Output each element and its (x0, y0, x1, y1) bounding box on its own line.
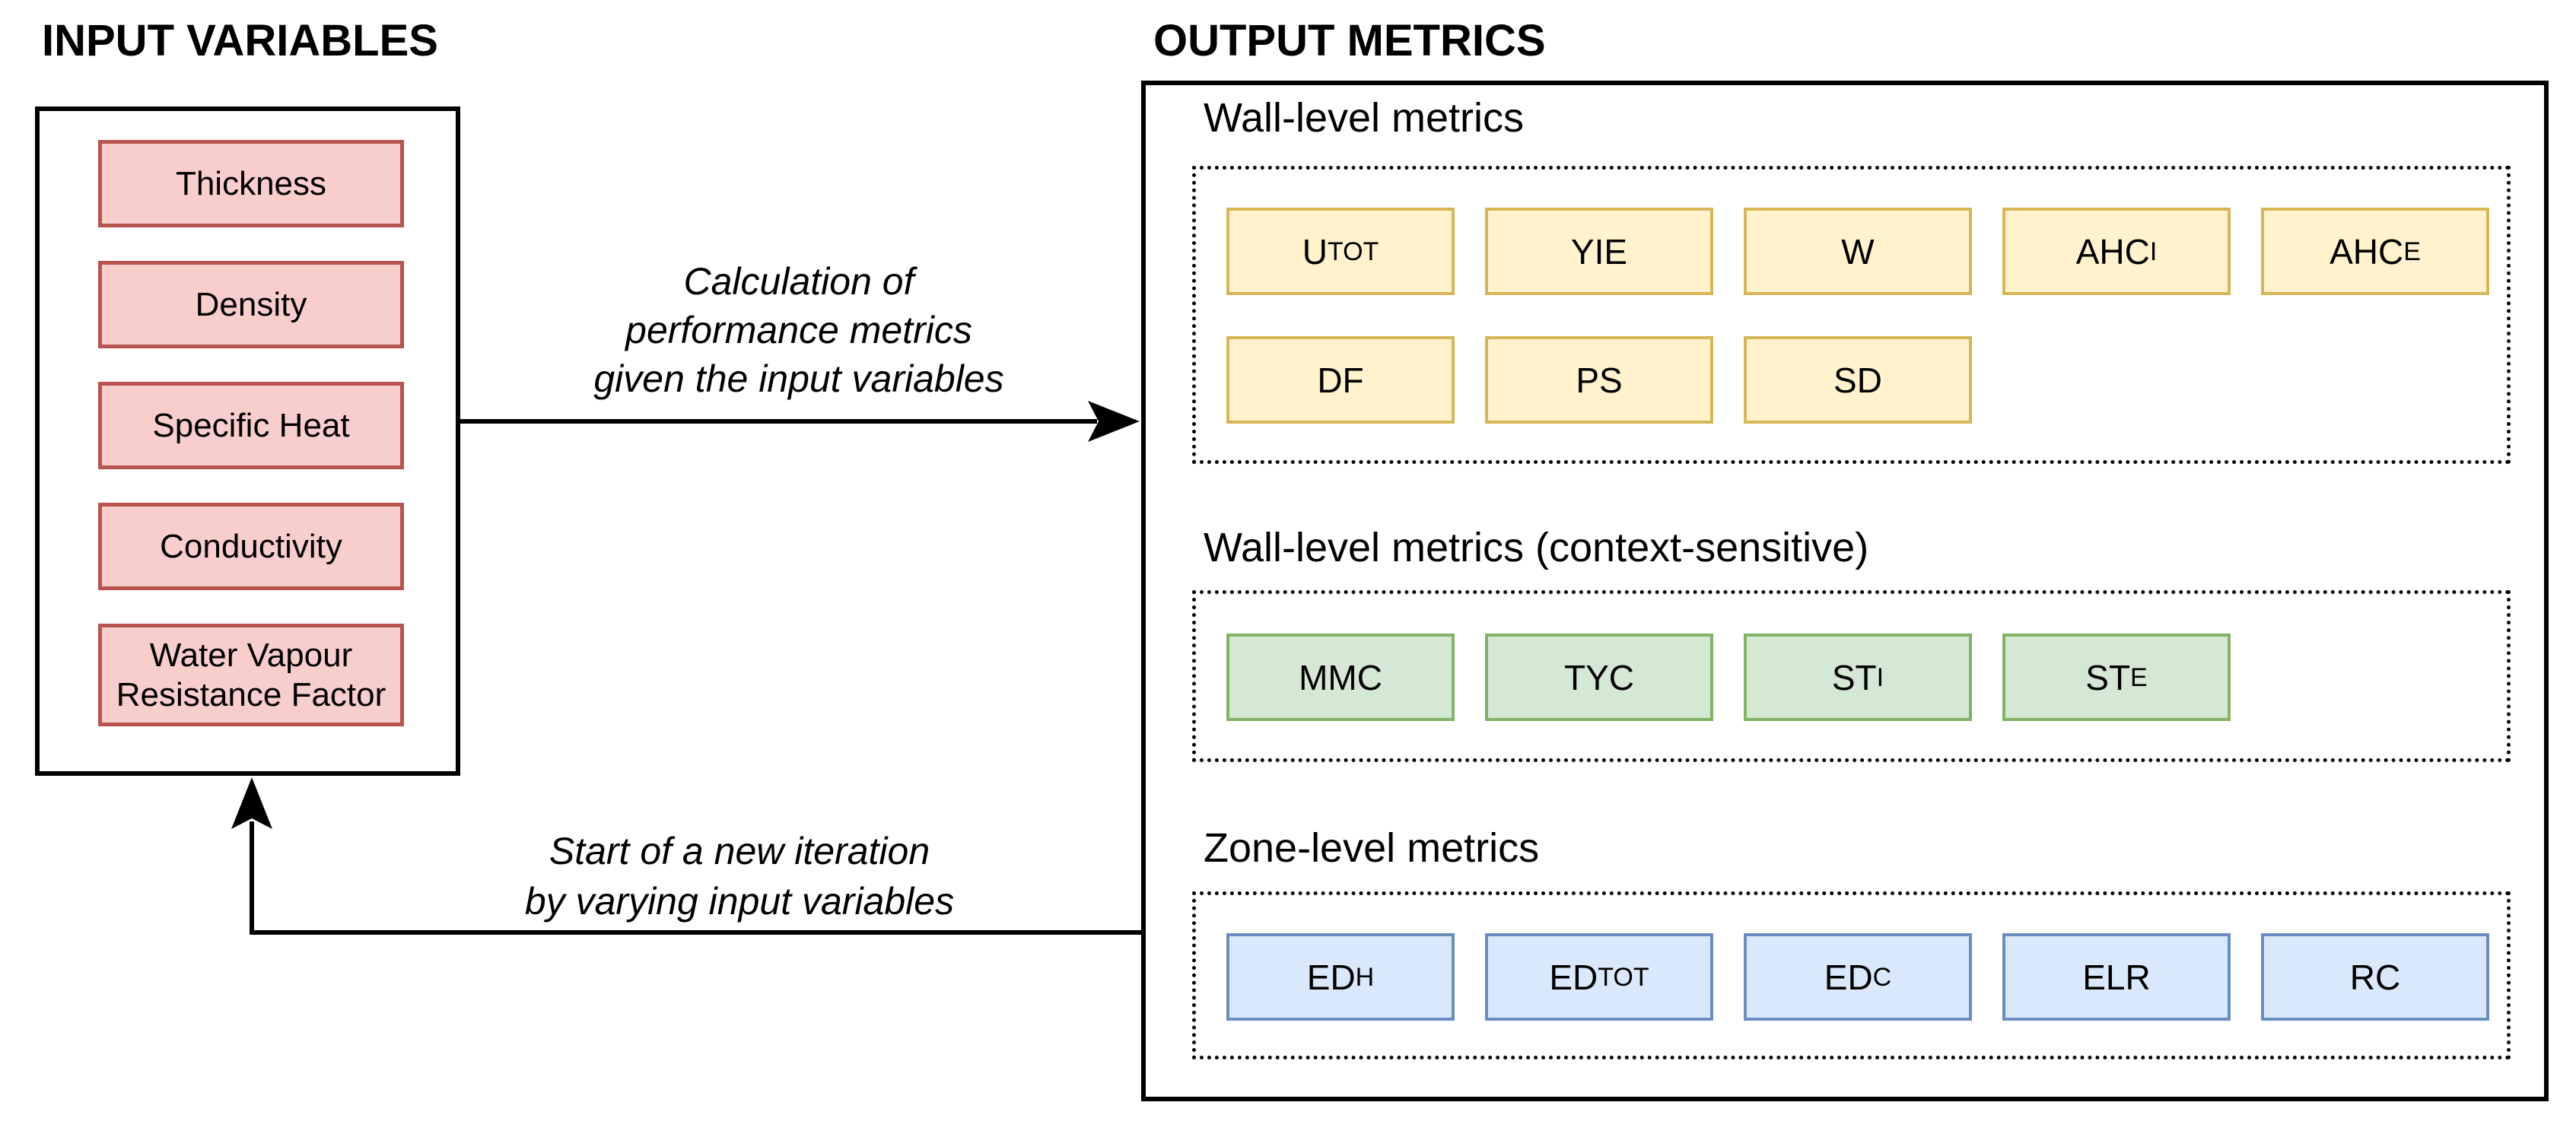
metric-box: DF (1226, 336, 1455, 424)
feedback-arrowhead-icon (231, 777, 272, 829)
metric-label: PS (1576, 360, 1623, 400)
metric-box: ELR (2002, 933, 2231, 1021)
feedback-arrow-label-line: Start of a new iteration (549, 830, 930, 872)
metric-box: MMC (1226, 634, 1455, 721)
metric-label: ED (1824, 957, 1873, 997)
metric-label: ELR (2082, 957, 2151, 997)
metric-box: RC (2261, 933, 2489, 1021)
input-variable-label: Water Vapour Resistance Factor (116, 636, 386, 713)
input-variable-label: Specific Heat (152, 406, 350, 444)
metric-label: ST (1831, 657, 1877, 697)
metric-box: YIE (1485, 208, 1713, 295)
metric-label: AHC (2330, 231, 2404, 272)
feedback-arrow-label-line: by varying input variables (524, 880, 955, 923)
forward-arrowhead-icon (1088, 401, 1140, 442)
forward-arrow-label-line: Calculation of (683, 260, 914, 303)
metric-box: W (1744, 208, 1972, 295)
metric-label: MMC (1299, 657, 1382, 697)
input-variable-box: Water Vapour Resistance Factor (98, 624, 404, 726)
input-panel-title: INPUT VARIABLES (42, 16, 438, 65)
metric-label: AHC (2075, 231, 2150, 272)
metric-box: SD (1744, 336, 1972, 424)
forward-arrow-label: Calculation of performance metrics given… (456, 257, 1141, 403)
output-panel-title: OUTPUT METRICS (1153, 16, 1546, 65)
metric-label: SD (1833, 360, 1882, 400)
section-heading: Zone-level metrics (1204, 825, 1540, 871)
section-heading: Wall-level metrics (1204, 95, 1525, 141)
metric-label: ST (2085, 657, 2131, 697)
forward-arrow-label-line: performance metrics (625, 309, 972, 351)
metric-label: DF (1317, 360, 1364, 400)
metric-label: U (1302, 231, 1328, 272)
metric-box: PS (1485, 336, 1713, 424)
forward-arrow-label-line: given the input variables (593, 357, 1004, 400)
input-variable-box: Conductivity (98, 503, 404, 590)
input-variable-box: Specific Heat (98, 382, 404, 469)
input-variable-label: Conductivity (160, 527, 342, 565)
metric-label: W (1841, 231, 1875, 272)
input-variable-label: Thickness (175, 164, 327, 202)
input-variable-box: Thickness (98, 140, 404, 227)
metric-label: ED (1306, 957, 1356, 997)
feedback-arrow-label: Start of a new iteration by varying inpu… (397, 826, 1082, 926)
metric-label: ED (1549, 957, 1598, 997)
metric-label: TYC (1564, 657, 1634, 697)
input-variable-box: Density (98, 261, 404, 348)
section-heading: Wall-level metrics (context-sensitive) (1204, 525, 1869, 570)
metric-box: TYC (1485, 634, 1713, 721)
input-variable-label: Density (195, 285, 307, 323)
metric-label: RC (2349, 957, 2401, 997)
metric-label: YIE (1570, 231, 1628, 272)
